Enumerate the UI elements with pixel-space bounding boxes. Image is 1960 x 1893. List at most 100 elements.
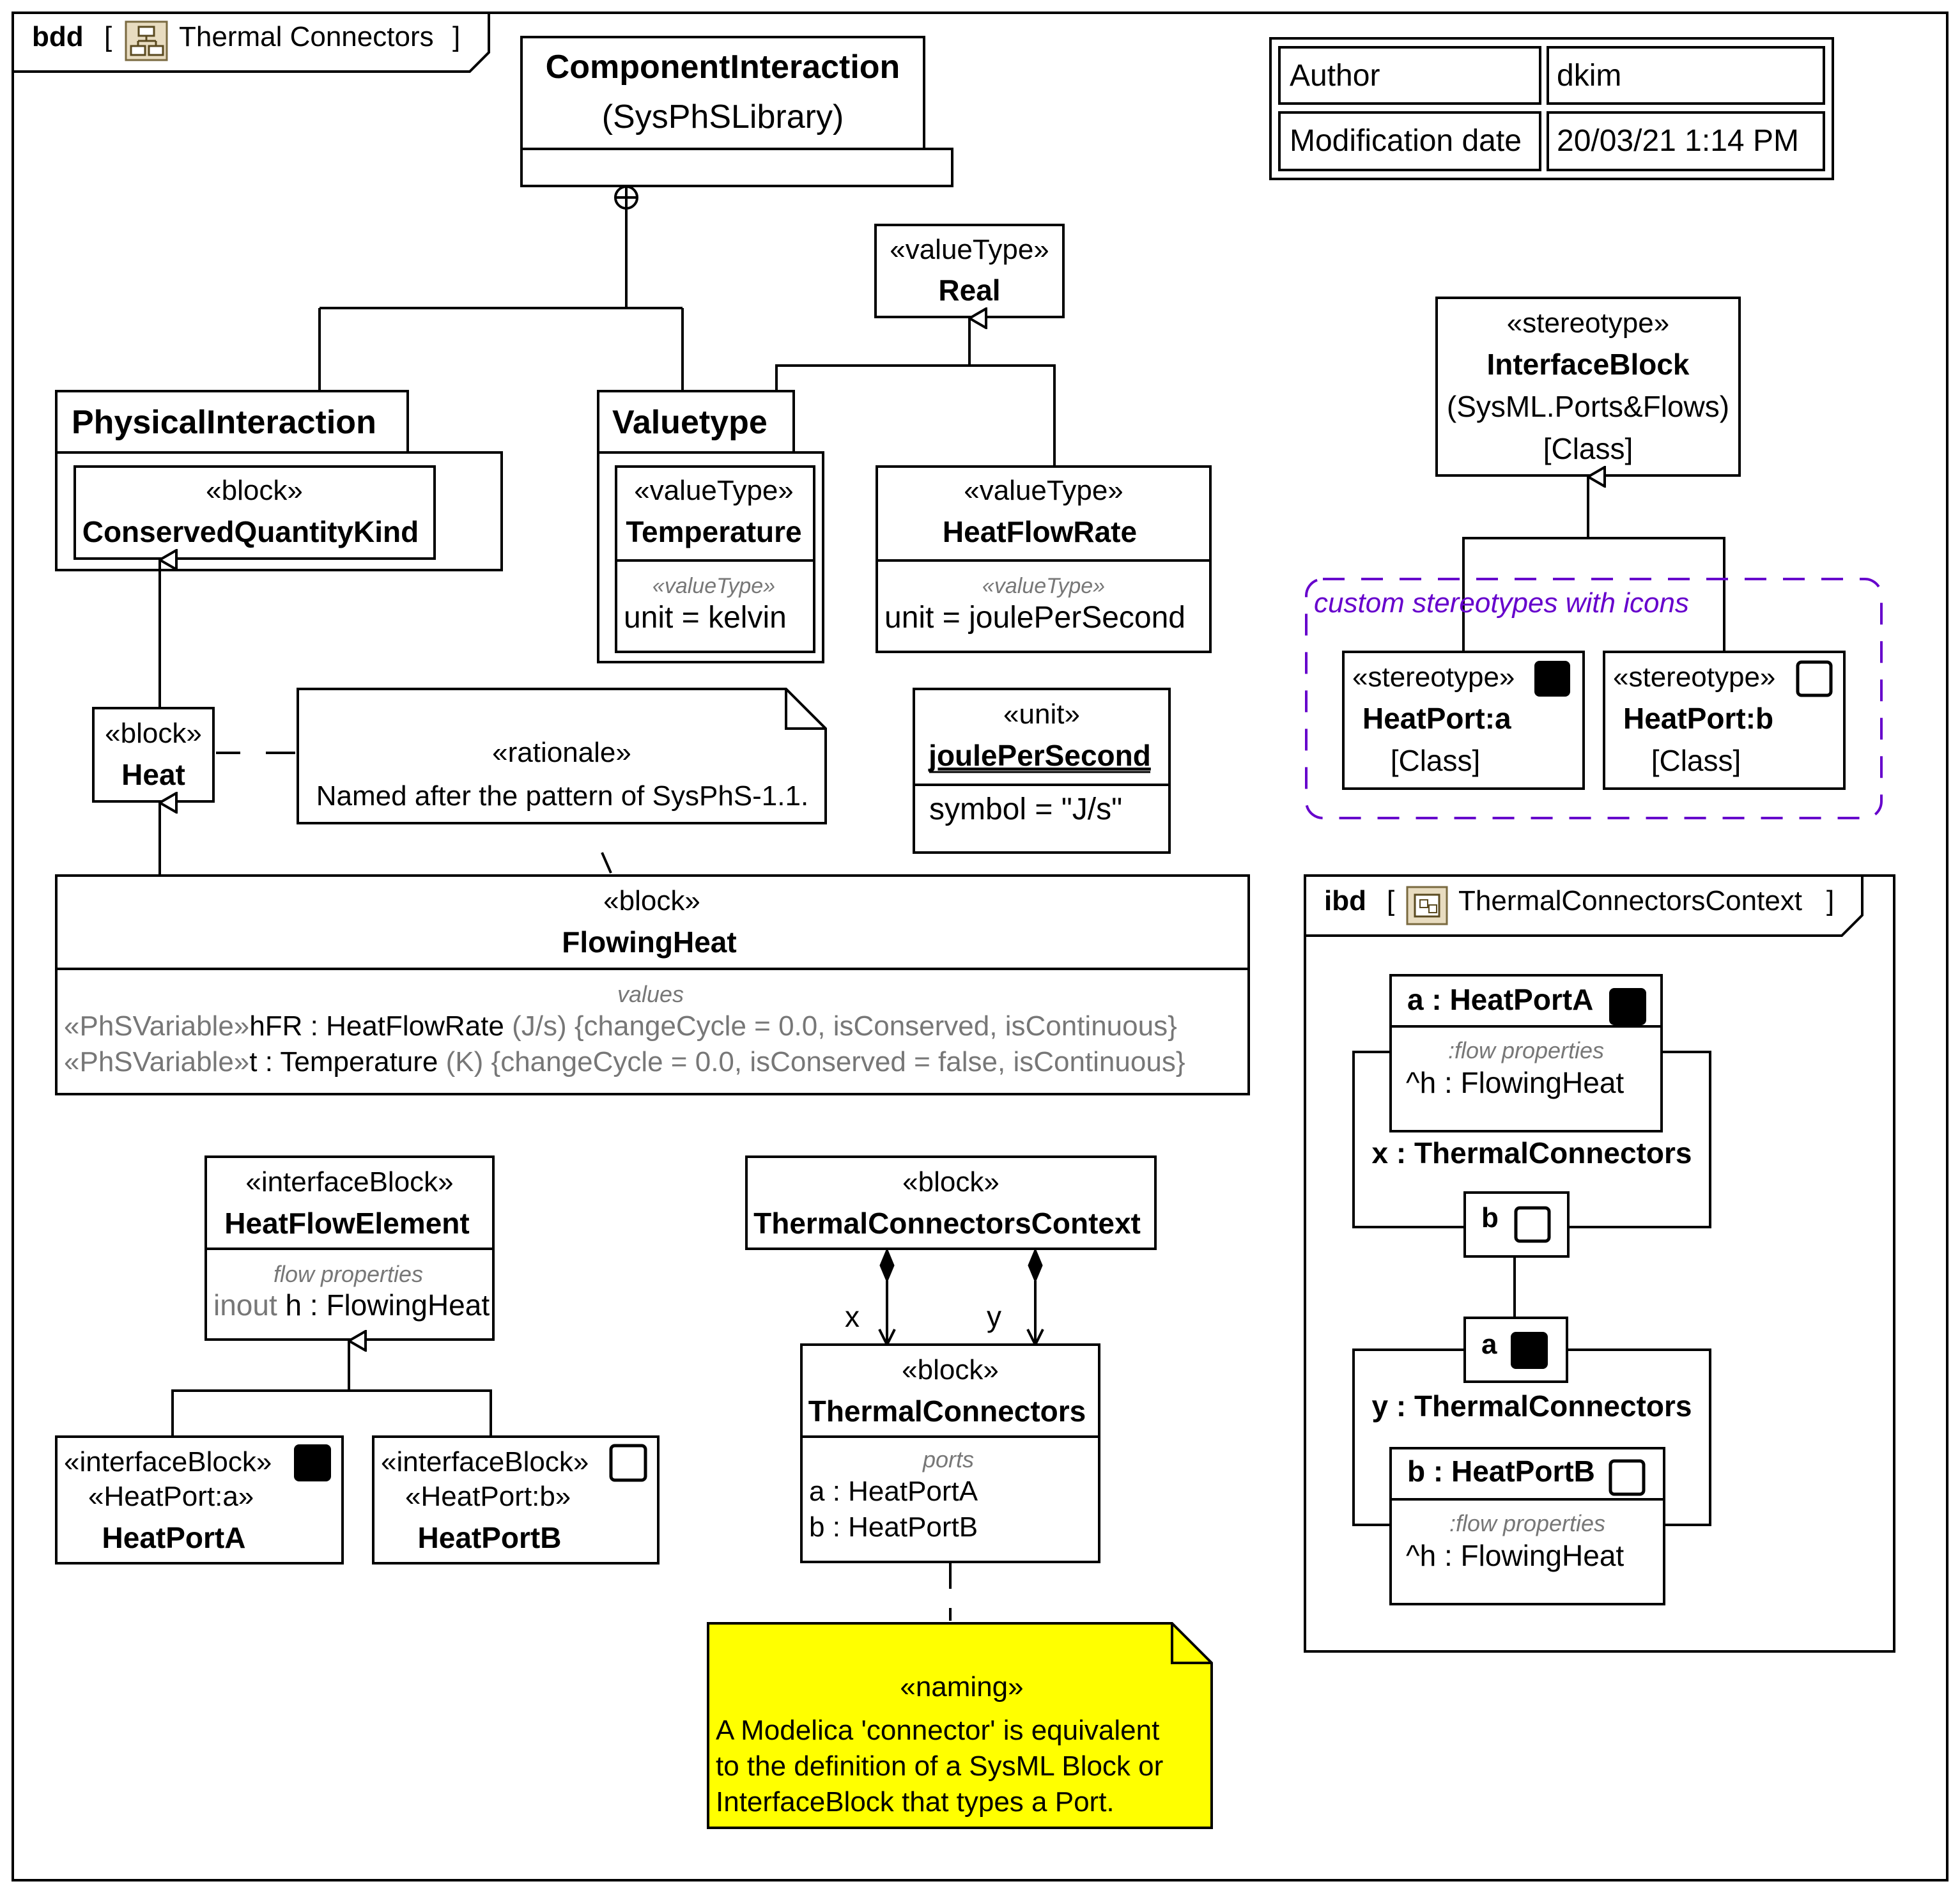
t-constraints: {changeCycle = 0.0, isConserved = false,… [491,1046,1185,1078]
composition-y [1026,1248,1044,1348]
port-b-bottom-name: b : HeatPortB [1407,1455,1595,1488]
filled-square-icon [1511,1332,1548,1369]
hfr-stereotype: «PhSVariable» [64,1010,249,1042]
joulepersecond-unit[interactable]: «unit» joulePerSecond symbol = "J/s" [913,688,1171,854]
hfr-unit: (J/s) [504,1010,575,1042]
naming-note[interactable]: «naming» A Modelica 'connector' is equiv… [707,1622,1213,1829]
naming-line-2: to the definition of a SysML Block or [716,1750,1163,1782]
filled-square-icon [1609,988,1646,1025]
flowingheat-block[interactable]: «block» FlowingHeat values «PhSVariable»… [55,874,1250,1095]
flowingheat-value-t: «PhSVariable»t : Temperature (K) {change… [64,1046,1185,1078]
naming-line-3: InterfaceBlock that types a Port. [716,1786,1115,1818]
thermalconnectorscontext-block[interactable]: «block» ThermalConnectorsContext [745,1155,1157,1250]
conserved-quantity-kind-block[interactable] [73,465,436,560]
rationale-note[interactable]: «rationale» Named after the pattern of S… [297,688,827,824]
naming-line-1: A Modelica 'connector' is equivalent [716,1715,1159,1746]
t-unit: (K) [438,1046,491,1078]
heatport-a-stereotype-name: HeatPort:a [1362,702,1511,735]
thermalconnectors-name: ThermalConnectors [808,1395,1086,1428]
modification-date-value: 20/03/21 1:14 PM [1557,124,1799,158]
heatport-b-stereotype-name: HeatPort:b [1623,702,1773,735]
port-a-top[interactable]: a : HeatPortA :flow properties ^h : Flow… [1389,974,1663,1132]
ibd-diagram-icon [1406,886,1448,925]
real-valuetype[interactable]: «valueType» Real [874,224,1065,318]
diagram-frame-tab [13,13,490,73]
hfr-constraints: {changeCycle = 0.0, isConserved, isConti… [575,1010,1177,1042]
physical-interaction-package[interactable]: PhysicalInteraction «block» ConservedQua… [55,390,503,571]
heatport-b-stereotype[interactable]: «stereotype» HeatPort:b [Class] [1603,651,1846,790]
heatport-b-block-stereotype: «interfaceBlock» [381,1446,589,1478]
heatport-b-block-name: HeatPortB [418,1521,562,1554]
t-name: t [249,1046,257,1078]
real-generalization [775,318,1056,473]
interfaceblock-stereotype[interactable]: «stereotype» InterfaceBlock (SysML.Ports… [1435,297,1741,477]
heatport-a-stereotype[interactable]: «stereotype» HeatPort:a [Class] [1342,651,1585,790]
heatflowelement-interfaceblock[interactable]: «interfaceBlock» HeatFlowElement flow pr… [204,1155,495,1341]
port-b-on-x[interactable]: b [1463,1191,1570,1258]
thermalconnectors-stereotype: «block» [902,1354,999,1386]
thermalconnectors-compartment-label: ports [922,1446,974,1472]
t-stereotype: «PhSVariable» [64,1046,249,1078]
empty-square-icon [609,1444,647,1482]
port-a-top-name: a : HeatPortA [1407,983,1593,1016]
port-a-top-compartment-label: :flow properties [1448,1037,1604,1063]
hfr-name: hFR [249,1010,302,1042]
rationale-text: Named after the pattern of SysPhS-1.1. [316,780,808,812]
heatport-a-block-stereotype: «interfaceBlock» [64,1446,272,1478]
port-b-bottom-property: ^h : FlowingHeat [1406,1539,1624,1572]
port-b-bottom[interactable]: b : HeatPortB :flow properties ^h : Flow… [1389,1447,1665,1605]
flowingheat-name: FlowingHeat [562,925,736,959]
flowingheat-compartment-label: values [617,981,684,1007]
heat-name: Heat [121,758,185,791]
thermalconnectors-block[interactable]: «block» ThermalConnectors ports a : Heat… [800,1343,1100,1563]
heatflowrate-valuetype[interactable]: «valueType» HeatFlowRate «valueType» uni… [876,465,1212,653]
diagram-frame [12,12,1948,1881]
heat-block[interactable]: «block» Heat [92,707,215,803]
custom-stereotypes-label: custom stereotypes with icons [1314,587,1689,619]
interfaceblock-stereotype-keyword: «stereotype» [1507,307,1669,339]
hfr-type: : HeatFlowRate [302,1010,504,1042]
heat-stereotype: «block» [105,718,202,749]
role-y-label: y [987,1300,1001,1333]
unit-name: joulePerSecond [928,739,1151,772]
temperature-stereotype: «valueType» [634,475,794,506]
flow-direction: inout [213,1288,286,1322]
author-value: dkim [1557,59,1621,93]
heatport-a-block[interactable]: «interfaceBlock» «HeatPort:a» HeatPortA [55,1435,344,1565]
heatport-a-block-name: HeatPortA [102,1521,246,1554]
unit-symbol-property: symbol = "J/s" [929,792,1122,826]
heatport-b-block[interactable]: «interfaceBlock» «HeatPort:b» HeatPortB [372,1435,660,1565]
heatport-a-block-stereotype2: «HeatPort:a» [88,1481,254,1512]
heatflowrate-name: HeatFlowRate [943,515,1137,548]
heatport-generalization [171,1341,492,1435]
custom-stereotypes-group [1305,578,1883,819]
containment-connector [318,185,684,391]
empty-square-icon [1514,1206,1551,1243]
component-interaction-package[interactable]: ComponentInteraction (SysPhSLibrary) [520,36,953,187]
part-y-label: y : ThermalConnectors [1372,1389,1692,1423]
heatport-a-stereotype-keyword: «stereotype» [1352,661,1515,693]
flow-property: h : FlowingHeat [286,1288,490,1322]
heatflowelement-flow-property: inout h : FlowingHeat [213,1288,490,1322]
real-name: Real [938,274,1000,307]
t-type: : Temperature [258,1046,438,1078]
frame-kind: bdd [32,21,84,52]
heatflowelement-name: HeatFlowElement [224,1207,469,1240]
valuetype-package[interactable]: Valuetype «valueType» Temperature «value… [597,390,824,663]
role-x-label: x [845,1300,860,1333]
interfaceblock-metaclass: [Class] [1543,432,1633,465]
composition-x [878,1248,896,1348]
valuetype-package-name: Valuetype [612,404,768,441]
interfaceblock-owner: (SysML.Ports&Flows) [1447,390,1729,423]
heatport-a-stereotype-metaclass: [Class] [1391,744,1481,777]
rationale-to-flowingheat-anchor [601,852,612,874]
heatport-b-stereotype-keyword: «stereotype» [1613,661,1775,693]
port-a-on-y[interactable]: a [1463,1317,1568,1383]
ibd-bracket-close: ] [1826,885,1834,916]
heatflowrate-compartment-label: «valueType» [982,574,1105,598]
frame-title: Thermal Connectors [179,21,434,52]
context-name: ThermalConnectorsContext [753,1207,1141,1240]
author-label: Author [1290,59,1380,93]
temperature-name: Temperature [626,515,801,548]
